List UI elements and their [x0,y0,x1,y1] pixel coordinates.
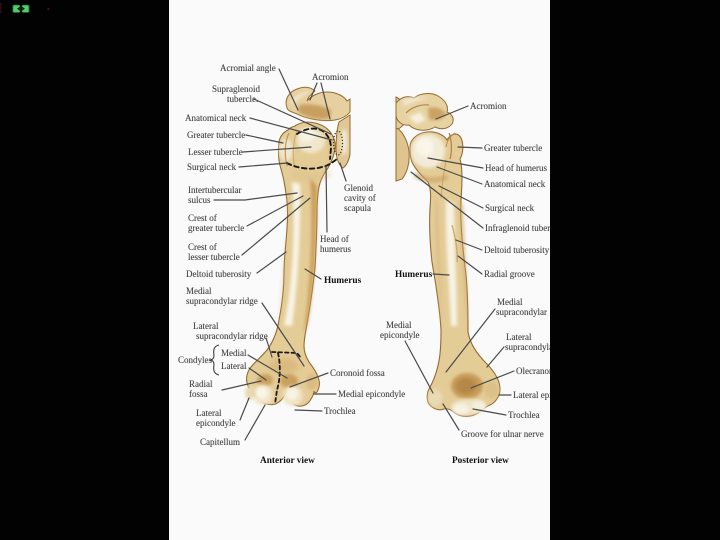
svg-text:supracondylar: supracondylar [496,307,547,317]
svg-text:Greater tubercle: Greater tubercle [187,130,245,140]
svg-text:supracondylar: supracondylar [505,342,556,352]
svg-text:Posterior view: Posterior view [452,456,509,466]
svg-text:Greater tubercle: Greater tubercle [484,143,542,153]
svg-text:lesser tubercle: lesser tubercle [188,252,240,262]
svg-text:supracondylar ridge: supracondylar ridge [196,331,268,341]
svg-text:Acromion: Acromion [470,101,507,111]
svg-text:sulcus: sulcus [188,195,211,205]
svg-text:epicondyle: epicondyle [380,330,420,340]
svg-text:epicondyle: epicondyle [196,418,236,428]
svg-text:Anterior view: Anterior view [260,456,315,466]
svg-text:Medial: Medial [221,348,247,358]
svg-text:supracondylar ridge: supracondylar ridge [186,296,258,306]
svg-text:Lateral: Lateral [221,361,247,371]
svg-text:Acromial angle: Acromial angle [220,63,276,73]
svg-text:Anatomical neck: Anatomical neck [484,179,546,189]
svg-text:Surgical neck: Surgical neck [187,162,237,172]
svg-text:Supraglenoid: Supraglenoid [212,84,260,94]
svg-text:Lateral: Lateral [193,321,219,331]
svg-text:Crest of: Crest of [188,242,217,252]
svg-text:cavity of: cavity of [344,193,376,203]
svg-text:Condyles: Condyles [178,355,212,365]
svg-text:Intertubercular: Intertubercular [188,185,241,195]
svg-text:Surgical neck: Surgical neck [485,203,535,213]
svg-text:Lateral epicondyle: Lateral epicondyle [513,390,580,400]
svg-text:Lateral: Lateral [506,332,532,342]
svg-text:greater tubercle: greater tubercle [188,223,244,233]
svg-text:humerus: humerus [320,244,351,254]
svg-text:Trochlea: Trochlea [324,406,356,416]
svg-text:Deltoid tuberosity: Deltoid tuberosity [484,245,550,255]
svg-text:Medial epicondyle: Medial epicondyle [338,389,405,399]
svg-text:Lateral: Lateral [196,408,222,418]
svg-text:Anatomical neck: Anatomical neck [185,113,247,123]
svg-text:tubercle.: tubercle. [227,94,258,104]
svg-text:Head of humerus: Head of humerus [485,163,547,173]
svg-text:Acromion: Acromion [312,72,349,82]
svg-text:fossa: fossa [189,389,208,399]
svg-text:Radial: Radial [189,379,213,389]
svg-text:Medial: Medial [186,286,212,296]
svg-text:scapula: scapula [344,203,371,213]
svg-text:Medial: Medial [497,297,523,307]
svg-text:Coronoid fossa: Coronoid fossa [330,368,385,378]
svg-text:Capitellum: Capitellum [200,437,240,447]
svg-text:Head of: Head of [320,234,349,244]
svg-text:Humerus: Humerus [324,276,362,286]
svg-text:Crest of: Crest of [188,213,217,223]
svg-text:Radial groove: Radial groove [484,269,535,279]
svg-text:Olecranon fossa: Olecranon fossa [516,366,574,376]
svg-text:Lesser tubercle: Lesser tubercle [188,147,243,157]
svg-text:Groove for ulnar nerve: Groove for ulnar nerve [461,429,544,439]
svg-text:Trochlea: Trochlea [508,410,540,420]
svg-text:Infraglenoid tubercle: Infraglenoid tubercle [485,223,561,233]
svg-text:Glenoid: Glenoid [344,183,373,193]
svg-text:Deltoid tuberosity: Deltoid tuberosity [186,269,252,279]
svg-text:Humerus: Humerus [395,270,433,280]
svg-text:Medial: Medial [386,320,412,330]
